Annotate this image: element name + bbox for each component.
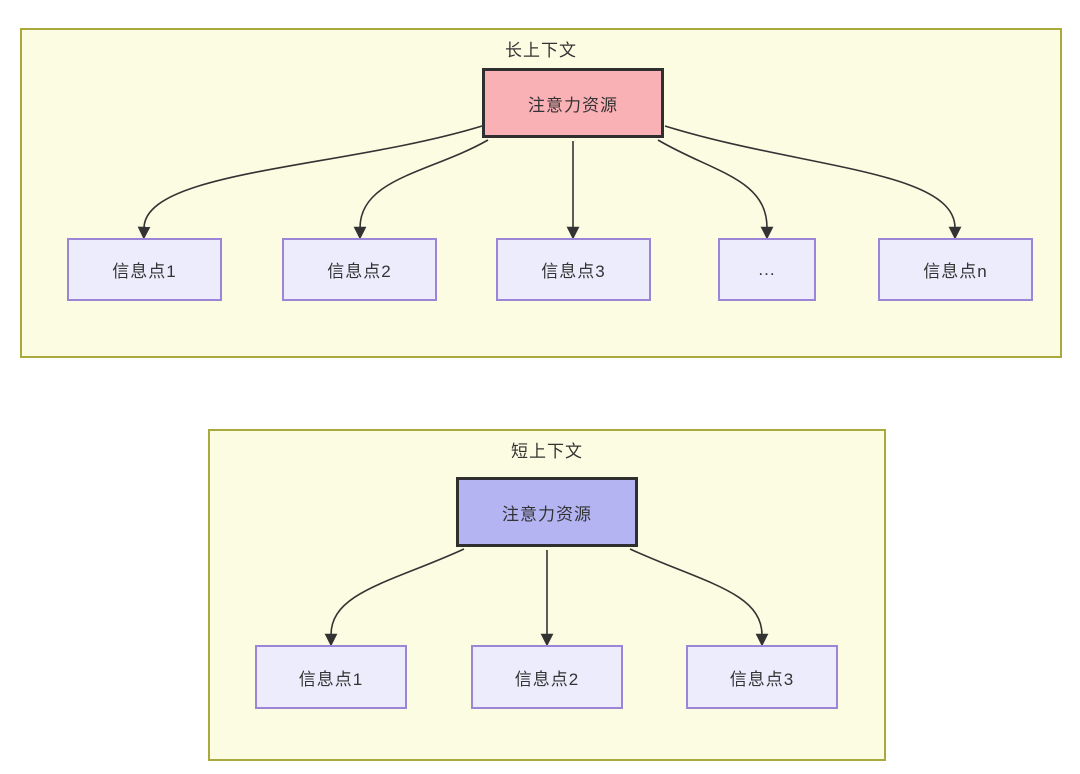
info-point-long-2: 信息点2 bbox=[282, 238, 437, 301]
info-point-label: 信息点3 bbox=[541, 262, 606, 281]
attention-resource-box-short: 注意力资源 bbox=[456, 477, 638, 547]
info-point-label: 信息点1 bbox=[298, 669, 364, 689]
info-point-label: ... bbox=[758, 259, 776, 279]
info-point-short-3: 信息点3 bbox=[686, 645, 838, 709]
info-point-label: 信息点2 bbox=[514, 669, 580, 689]
info-point-long-3: 信息点3 bbox=[496, 238, 651, 301]
info-point-label: 信息点2 bbox=[327, 262, 392, 281]
attention-resource-label-long: 注意力资源 bbox=[528, 95, 618, 115]
info-point-label: 信息点3 bbox=[729, 669, 795, 689]
info-point-label: 信息点1 bbox=[112, 262, 177, 281]
info-point-short-1: 信息点1 bbox=[255, 645, 407, 709]
info-point-long-n: 信息点n bbox=[878, 238, 1033, 301]
attention-resource-label-short: 注意力资源 bbox=[502, 504, 592, 524]
long-context-title: 长上下文 bbox=[505, 41, 577, 60]
attention-resource-box-long: 注意力资源 bbox=[482, 68, 664, 138]
short-context-title: 短上下文 bbox=[511, 442, 583, 461]
info-point-label: 信息点n bbox=[923, 262, 988, 281]
info-point-short-2: 信息点2 bbox=[471, 645, 623, 709]
info-point-long-1: 信息点1 bbox=[67, 238, 222, 301]
info-point-long-ellipsis: ... bbox=[718, 238, 816, 301]
